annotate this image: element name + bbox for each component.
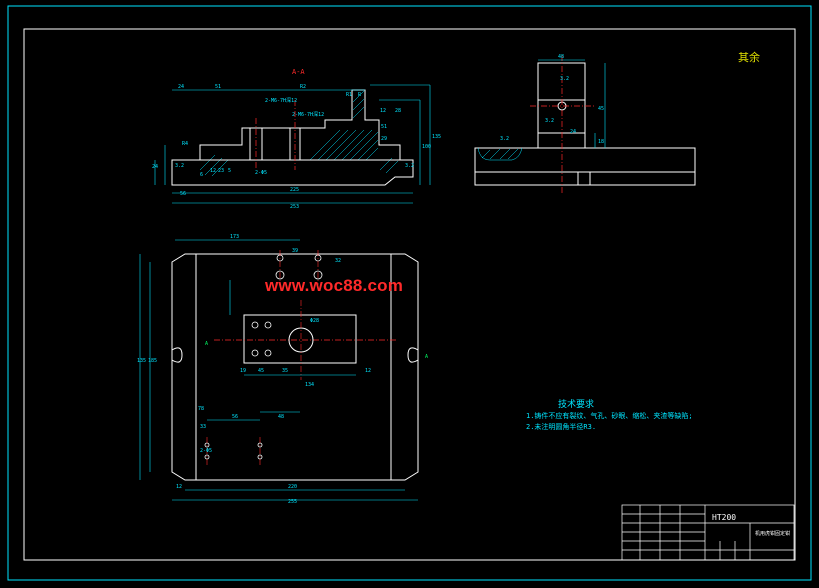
dim-text: 135 (432, 134, 441, 140)
dim-text: 3.2 (405, 163, 414, 169)
dim-text: R (358, 92, 362, 98)
side-view: 48 3.2 3.2 45 24 18 3.2 (474, 54, 696, 195)
outer-border (7, 5, 812, 581)
dim-text: 19 (240, 368, 246, 374)
dim-text: 29 (381, 136, 387, 142)
dim-text: 51 (215, 84, 221, 90)
section-view: A-A 24 51 R2 2-M6-7H深12 (152, 68, 441, 210)
dim-text: 3.2 (500, 136, 509, 142)
dim-text: 23 (218, 168, 224, 174)
dim-text: 185 (148, 358, 157, 364)
dim-text: 78 (198, 406, 204, 412)
section-centerlines (255, 100, 296, 170)
dim-text: 45 (598, 106, 604, 112)
dim-text: 3.2 (175, 163, 184, 169)
dim-text: 2-Φ5 (200, 448, 212, 454)
dim-text: 35 (282, 368, 288, 374)
title-block: HT200 机用虎钳固定钳 (621, 504, 795, 561)
dim-text: 253 (290, 204, 299, 210)
dim-text: 134 (305, 382, 314, 388)
dim-text: 56 (232, 414, 238, 420)
dim-text: 12 (176, 484, 182, 490)
dim-text: 2-M6-7H深12 (265, 97, 297, 104)
dim-text: 56 (180, 191, 186, 197)
tech-req-item: 1.铸件不应有裂纹、气孔、砂眼、缩松、夹渣等缺陷; (526, 412, 693, 420)
dim-text: 39 (292, 248, 298, 254)
dim-text: 12 (365, 368, 371, 374)
dim-text: 24 (152, 164, 158, 170)
dim-text: 220 (288, 484, 297, 490)
dim-text: 12 (380, 108, 386, 114)
dim-text: 2-Φ5 (255, 170, 267, 176)
dim-text: 225 (290, 187, 299, 193)
section-label: A-A (292, 68, 305, 76)
inner-border (23, 28, 796, 561)
tech-req-title: 技术要求 (558, 400, 595, 410)
technical-requirements: 技术要求 1.铸件不应有裂纹、气孔、砂眼、缩松、夹渣等缺陷; 2.未注明圆角半径… (526, 400, 693, 433)
dim-text: R4 (182, 141, 188, 147)
dim-text: R2 (300, 84, 306, 90)
section-dimensions (154, 84, 431, 204)
dim-text: 6 (200, 172, 203, 178)
dim-text: 173 (230, 234, 239, 240)
dim-text: 135 (137, 358, 146, 364)
dim-text: 48 (558, 54, 564, 60)
part-name-text: 机用虎钳固定钳 (755, 530, 790, 537)
dim-text: 5 (228, 168, 231, 174)
dim-text: 12 (210, 168, 216, 174)
section-hatch (199, 90, 399, 177)
dim-text: 33 (200, 424, 206, 430)
dim-text: A (205, 341, 208, 347)
dim-text: 2-M6-7H深12 (292, 111, 324, 118)
dim-text: 51 (381, 124, 387, 130)
dim-text: A (425, 354, 428, 360)
dim-text: Φ28 (310, 318, 319, 324)
dim-text: 28 (395, 108, 401, 114)
dim-text: 100 (422, 144, 431, 150)
dim-text: 32 (335, 258, 341, 264)
tech-req-item: 2.未注明圆角半径R3. (526, 423, 597, 431)
dim-text: 48 (278, 414, 284, 420)
dim-text: 255 (288, 499, 297, 505)
dim-text: 3.2 (560, 76, 569, 82)
dim-text: R1 (346, 92, 352, 98)
side-hatch (477, 147, 523, 161)
plan-view: 173 39 32 Φ28 A A 19 45 35 12 134 78 135… (137, 234, 428, 505)
dim-text: 24 (178, 84, 184, 90)
dim-text: 24 (570, 129, 576, 135)
material-text: HT200 (712, 513, 736, 522)
roughness-note: 其余 (738, 51, 760, 64)
watermark: www.woc88.com (265, 276, 404, 295)
dim-text: 3.2 (545, 118, 554, 124)
dim-text: 45 (258, 368, 264, 374)
dim-text: 18 (598, 139, 604, 145)
